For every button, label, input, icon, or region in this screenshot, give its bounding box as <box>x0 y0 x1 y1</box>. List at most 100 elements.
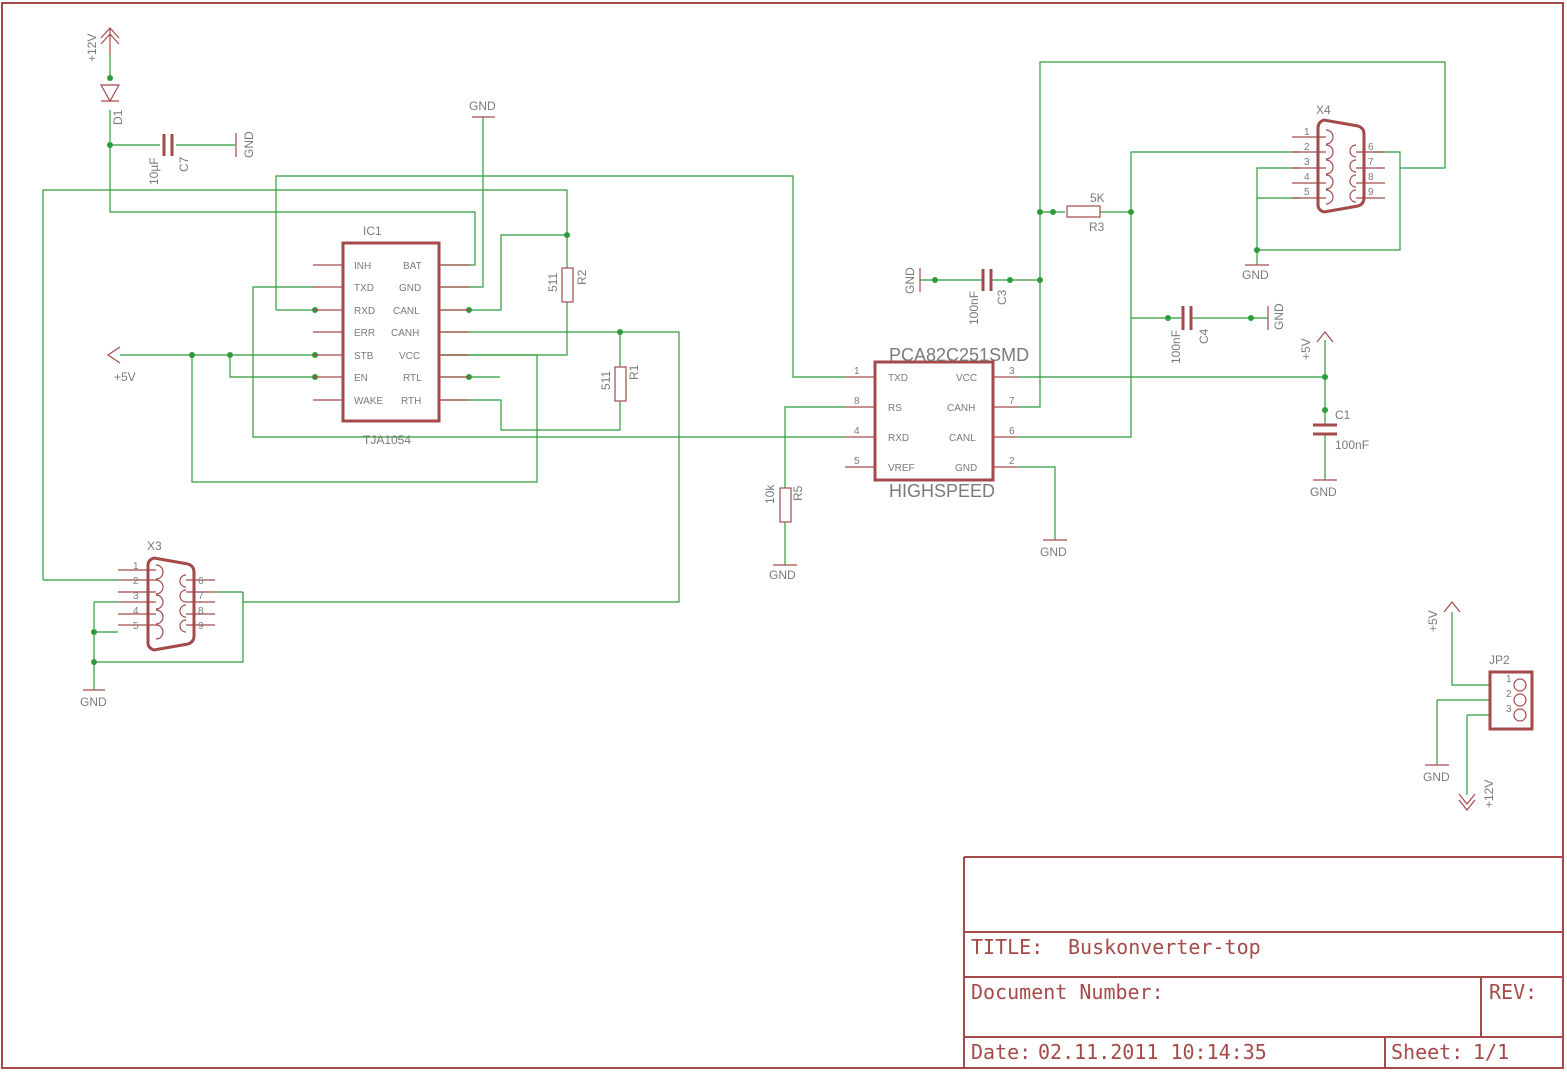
d1-label: D1 <box>111 109 125 125</box>
jp2-gnd-label: GND <box>1423 770 1450 784</box>
x3-num-8: 8 <box>198 606 204 617</box>
ic2-pin-rs: RS <box>888 403 902 414</box>
x4-num-3: 3 <box>1304 157 1310 168</box>
ic1-body <box>313 241 469 423</box>
c1-capacitor <box>1313 423 1337 436</box>
x4-num-6: 6 <box>1368 142 1374 153</box>
c7-value: 10µF <box>147 157 161 185</box>
c3-gnd-label: GND <box>903 267 917 294</box>
r5-value: 10k <box>763 484 777 504</box>
ic2-pin-txd: TXD <box>888 373 908 384</box>
ic2-num-1: 1 <box>854 366 860 377</box>
date-value: 02.11.2011 10:14:35 <box>1038 1040 1267 1064</box>
x3-pin-numbers: 1 2 3 4 5 6 7 8 9 <box>133 561 204 632</box>
ic2-num-5: 5 <box>854 456 860 467</box>
c4-value: 100nF <box>1169 330 1183 364</box>
ic1-pin-gnd: GND <box>399 283 421 294</box>
x3-num-1: 1 <box>133 561 139 572</box>
d1-diode-symbol <box>99 84 121 103</box>
x3-num-3: 3 <box>133 591 139 602</box>
rev-label: REV: <box>1489 980 1537 1004</box>
ic1-pin-canl: CANL <box>393 306 420 317</box>
ic2-body <box>845 360 1018 482</box>
supply-5v-left <box>106 346 121 364</box>
ic2-pin-gnd: GND <box>955 463 977 474</box>
label-5v-left: +5V <box>114 370 136 384</box>
r3-label: R3 <box>1089 220 1105 234</box>
ic2-left-pins: TXD RS RXD VREF 1 8 4 5 <box>854 366 915 474</box>
x4-num-2: 2 <box>1304 142 1310 153</box>
r2-value: 511 <box>546 273 560 292</box>
r2-label: R2 <box>575 269 589 285</box>
x3-num-5: 5 <box>133 621 139 632</box>
ic2-gnd-label: GND <box>1040 545 1067 559</box>
c4-gnd-label: GND <box>1272 303 1286 330</box>
title-label: TITLE: <box>971 935 1043 959</box>
c7-capacitor <box>162 134 174 156</box>
ic2-pin-vref: VREF <box>888 463 915 474</box>
c7-label: C7 <box>177 156 191 172</box>
x3-connector <box>146 556 196 652</box>
c1-label: C1 <box>1335 408 1351 422</box>
x3-num-6: 6 <box>198 576 204 587</box>
ic2-value: HIGHSPEED <box>889 481 995 501</box>
ic1-gnd-label: GND <box>469 99 496 113</box>
jp2-num-2: 2 <box>1506 689 1512 700</box>
label-12v-top: +12V <box>85 34 99 62</box>
c3-value: 100nF <box>967 291 981 325</box>
r2-resistor <box>561 267 574 303</box>
ic1-pin-rth: RTH <box>401 396 421 407</box>
ic1-value: TJA1054 <box>363 433 411 447</box>
ic1-pin-txd: TXD <box>354 283 374 294</box>
ic1-pin-err: ERR <box>354 328 375 339</box>
ic1-pin-bat: BAT <box>403 261 422 272</box>
supply-12v-top <box>100 27 120 55</box>
x3-gnd-label: GND <box>80 695 107 709</box>
ic2-name: PCA82C251SMD <box>889 345 1029 365</box>
x3-num-2: 2 <box>133 576 139 587</box>
x3-num-9: 9 <box>198 621 204 632</box>
document-number-label: Document Number: <box>971 980 1164 1004</box>
ic2-right-pins: VCC CANH CANL GND 3 7 6 2 <box>947 366 1015 474</box>
r1-resistor <box>614 366 627 402</box>
c7-gnd-label: GND <box>242 131 256 158</box>
ic1-pin-vcc: VCC <box>399 351 420 362</box>
r5-label: R5 <box>791 485 805 501</box>
x4-num-8: 8 <box>1368 172 1374 183</box>
ic1-pin-inh: INH <box>354 261 371 272</box>
ic2-num-3: 3 <box>1009 366 1015 377</box>
x3-pins <box>118 564 215 640</box>
x4-num-4: 4 <box>1304 172 1310 183</box>
jp2-num-3: 3 <box>1506 704 1512 715</box>
r1-value: 511 <box>599 371 613 390</box>
supply-5v-right <box>1316 331 1334 343</box>
x4-label: X4 <box>1316 103 1331 117</box>
x4-num-7: 7 <box>1368 157 1374 168</box>
wires <box>42 55 1490 795</box>
ic2-num-6: 6 <box>1009 426 1015 437</box>
jp2-5v-label: +5V <box>1426 610 1440 632</box>
c1-value: 100nF <box>1335 438 1369 452</box>
x4-num-5: 5 <box>1304 187 1310 198</box>
c1-gnd-label: GND <box>1310 485 1337 499</box>
ic1-label: IC1 <box>363 224 382 238</box>
r3-value: 5K <box>1090 191 1105 205</box>
ic2-pin-canh: CANH <box>947 403 975 414</box>
ic2-pin-rxd: RXD <box>888 433 909 444</box>
r3-resistor <box>1066 205 1101 218</box>
c4-capacitor <box>1181 306 1193 330</box>
x4-num-1: 1 <box>1304 127 1310 138</box>
x3-num-4: 4 <box>133 606 139 617</box>
ic1-right-pin-names: BAT GND CANL CANH VCC RTL RTH <box>391 261 422 407</box>
ic2-num-2: 2 <box>1009 456 1015 467</box>
sheet-label: Sheet: <box>1391 1040 1463 1064</box>
c4-label: C4 <box>1197 328 1211 344</box>
jp2-label: JP2 <box>1489 653 1510 667</box>
x3-label: X3 <box>147 539 162 553</box>
x3-num-7: 7 <box>198 591 204 602</box>
ic2-num-8: 8 <box>854 396 860 407</box>
ic2-pin-canl: CANL <box>949 433 976 444</box>
jp2-12v-symbol <box>1458 793 1476 811</box>
r5-resistor <box>779 487 792 523</box>
